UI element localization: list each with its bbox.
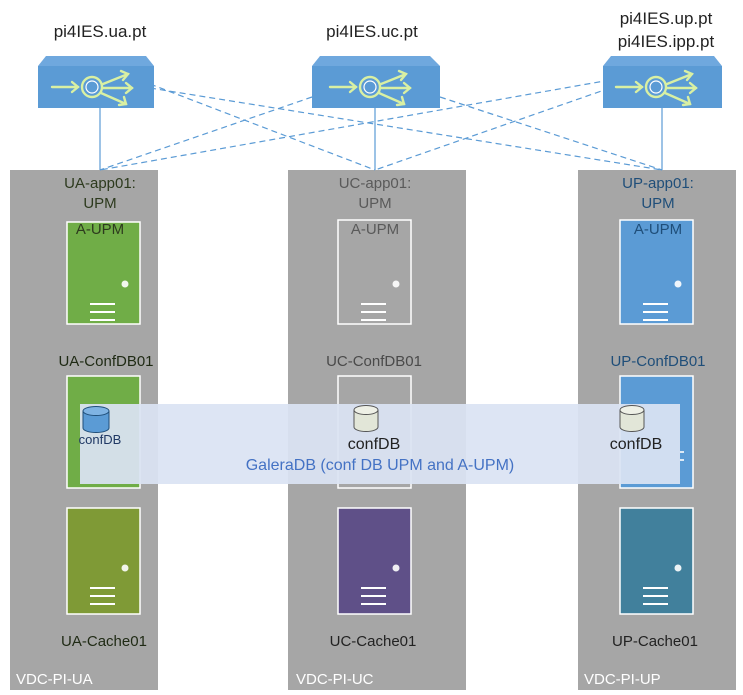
vdc-up-label: VDC-PI-UP xyxy=(584,671,661,688)
server-up-cache01[interactable] xyxy=(619,507,694,615)
up-confdb-label: UP-ConfDB01 xyxy=(610,353,705,370)
link-uc-router-to-ua-app xyxy=(99,96,313,171)
ua-app-label-line3: A-UPM xyxy=(76,221,124,238)
uc-cache-label: UC-Cache01 xyxy=(330,633,417,650)
server-ua-app01[interactable] xyxy=(66,221,141,325)
uc-confdb-label: UC-ConfDB01 xyxy=(326,353,422,370)
server-uc-app01[interactable] xyxy=(337,219,412,325)
ua-app-label-line1: UA-app01: xyxy=(64,175,136,192)
server-ua-cache01[interactable] xyxy=(66,507,141,615)
up-app-label-line3: A-UPM xyxy=(634,221,682,238)
uc-app-label-line2: UPM xyxy=(358,195,391,212)
up-app-label-line1: UP-app01: xyxy=(622,175,694,192)
database-icon-uc xyxy=(353,405,379,432)
link-ua-router-to-uc-app xyxy=(149,83,376,171)
galera-cluster-band xyxy=(80,404,680,484)
server-up-confdb01-face xyxy=(680,451,684,461)
router-ua[interactable] xyxy=(38,56,154,108)
database-icon-up xyxy=(619,405,645,432)
link-up-router-to-ua-app xyxy=(99,79,611,171)
up-db-label: confDB xyxy=(610,436,662,453)
link-up-router-to-uc-app xyxy=(374,87,611,171)
router-up-label: pi4IES.up.pt xyxy=(620,9,713,28)
server-uc-cache01[interactable] xyxy=(337,507,412,615)
router-ua-label: pi4IES.ua.pt xyxy=(54,22,147,41)
network-links xyxy=(99,79,663,171)
vdc-ua-label: VDC-PI-UA xyxy=(16,671,93,688)
router-up[interactable] xyxy=(603,56,722,108)
server-up-app01[interactable] xyxy=(619,219,694,325)
vdc-uc-label: VDC-PI-UC xyxy=(296,671,374,688)
uc-app-label-line3: A-UPM xyxy=(351,221,399,238)
up-app-label-line2: UPM xyxy=(641,195,674,212)
database-icon-ua xyxy=(82,406,110,433)
router-uc[interactable] xyxy=(312,56,440,108)
ua-app-label-line2: UPM xyxy=(83,195,116,212)
uc-db-label: confDB xyxy=(348,436,400,453)
link-uc-router-to-up-app xyxy=(439,96,663,171)
link-ua-router-to-up-app xyxy=(149,87,663,171)
ua-db-label: confDB xyxy=(79,432,122,447)
galera-label: GaleraDB (conf DB UPM and A-UPM) xyxy=(246,457,515,474)
ua-cache-label: UA-Cache01 xyxy=(61,633,147,650)
router-uc-label: pi4IES.uc.pt xyxy=(326,22,418,41)
up-cache-label: UP-Cache01 xyxy=(612,633,698,650)
ua-confdb-label: UA-ConfDB01 xyxy=(58,353,153,370)
uc-app-label-line1: UC-app01: xyxy=(339,175,412,192)
router-up-label-secondary: pi4IES.ipp.pt xyxy=(618,32,715,51)
